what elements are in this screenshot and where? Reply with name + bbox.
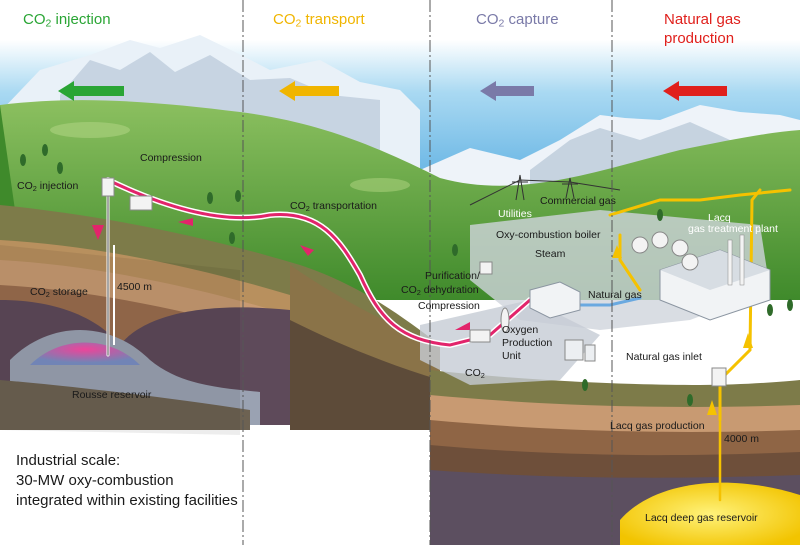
label-co2: CO2 (465, 367, 485, 380)
production-arrow (663, 81, 727, 101)
co2-pipeline (105, 177, 533, 357)
stage-dividers (242, 0, 613, 545)
gas-flow-arrows (612, 245, 753, 415)
label-depth-right: 4000 m (724, 433, 760, 445)
depth-marker-left (113, 245, 115, 345)
label-purification: Purification/ (425, 270, 480, 282)
label-co2-dehydration: CO2 dehydration (401, 284, 479, 297)
label-co2-injection: CO2 injection (17, 180, 79, 193)
scale-note-line-3: integrated within existing facilities (16, 492, 238, 509)
label-lacq-gas-production: Lacq gas production (610, 420, 705, 432)
power-pylons (469, 174, 621, 206)
label-compression-mid: Compression (418, 300, 480, 312)
label-utilities: Utilities (498, 208, 532, 220)
scale-note-line-2: 30-MW oxy-combustion (16, 472, 174, 489)
capture-plant (101, 177, 727, 387)
label-natural-gas-inlet: Natural gas inlet (626, 351, 702, 363)
block-face-left (0, 245, 240, 435)
stage-title-co2-injection: CO2 injection (23, 11, 111, 30)
label-natural-gas: Natural gas (588, 289, 642, 301)
label-commercial-gas: Commercial gas (540, 195, 616, 207)
label-co2-transportation: CO2 transportation (290, 200, 377, 213)
label-steam: Steam (535, 248, 566, 260)
capture-arrow (480, 81, 534, 101)
label-lacq-deep-gas-reservoir: Lacq deep gas reservoir (645, 512, 758, 524)
gas-pipeline (573, 188, 792, 502)
label-lacq: Lacq (708, 212, 731, 224)
label-compression-left: Compression (140, 152, 202, 164)
transport-arrow (279, 81, 339, 101)
label-depth-left: 4500 m (117, 281, 153, 293)
scale-note: Industrial scale: 30-MW oxy-combustion i… (16, 451, 238, 511)
stage-arrows (58, 81, 727, 101)
scale-note-line-1: Industrial scale: (16, 452, 121, 469)
injection-arrow (58, 81, 124, 101)
gas-plant (631, 231, 771, 321)
stage-title-co2-transport: CO2 transport (273, 11, 365, 30)
label-gas-treatment-plant: gas treatment plant (688, 223, 778, 235)
trees (20, 144, 793, 406)
label-co2-storage: CO2 storage (30, 286, 88, 299)
label-oxy-combustion-boiler: Oxy-combustion boiler (496, 229, 601, 241)
stage-title-co2-capture: CO2 capture (476, 11, 559, 30)
label-rousse-reservoir: Rousse reservoir (72, 389, 152, 401)
co2-flow-arrows (92, 218, 470, 330)
left-subsurface-block (0, 205, 440, 430)
